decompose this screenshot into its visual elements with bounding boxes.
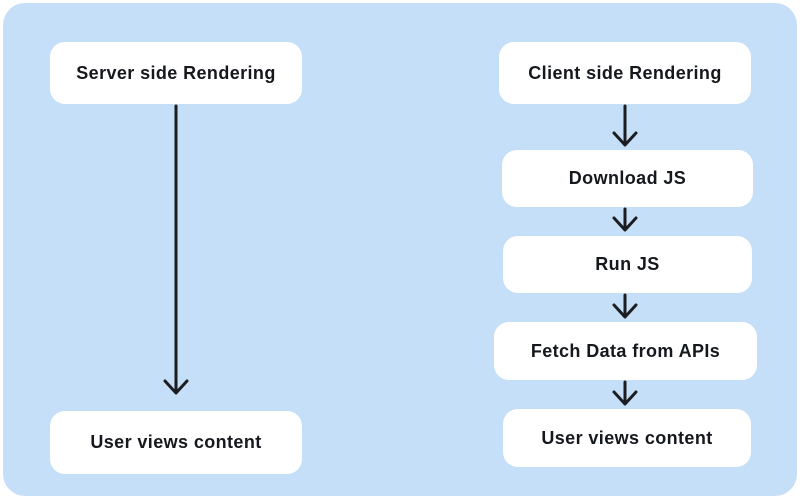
flow-node-server-side-rendering: Server side Rendering bbox=[50, 42, 302, 104]
flow-node-download-js: Download JS bbox=[502, 150, 753, 207]
flow-node-label: User views content bbox=[90, 432, 262, 452]
flow-node-label: Client side Rendering bbox=[528, 62, 722, 83]
flow-node-label: Fetch Data from APIs bbox=[530, 340, 721, 361]
flow-node-run-js: Run JS bbox=[503, 236, 752, 293]
flow-node-label: User views content bbox=[541, 427, 713, 448]
flow-node-label: Server side Rendering bbox=[76, 62, 276, 83]
flow-node-user-views-content-right: User views content bbox=[503, 409, 751, 467]
flow-node-client-side-rendering: Client side Rendering bbox=[499, 42, 751, 104]
flow-node-user-views-content-left: User views content bbox=[50, 411, 302, 474]
flow-node-label: Run JS bbox=[595, 254, 660, 274]
flow-node-label: Download JS bbox=[568, 168, 687, 188]
flow-node-fetch-data-from-apis: Fetch Data from APIs bbox=[494, 322, 757, 380]
